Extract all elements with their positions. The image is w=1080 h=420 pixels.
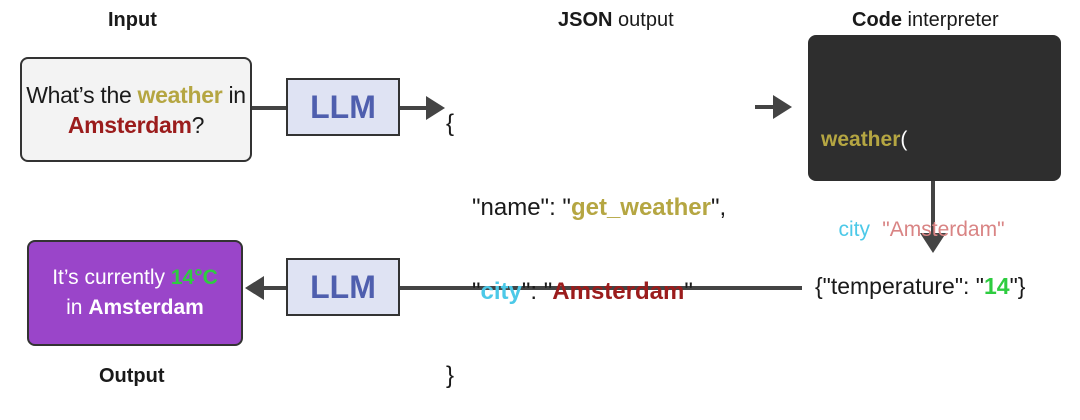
output-temperature: 14°C (170, 266, 218, 289)
input-title: Input (108, 9, 157, 31)
interpreter-result: {"temperature": "14"} (815, 273, 1026, 299)
json-city-key: city (480, 278, 522, 305)
json-name-value: get_weather (570, 194, 711, 221)
code-arg-value: "Amsterdam" (882, 218, 1005, 241)
json-name-line: "name": "get_weather", (472, 194, 727, 221)
code-interpreter-title: Code interpreter (852, 9, 999, 31)
result-temperature-value: 14 (983, 273, 1010, 299)
llm-box-bottom: LLM (286, 258, 400, 316)
json-close-brace: } (446, 362, 455, 389)
output-city: Amsterdam (88, 296, 204, 319)
output-line-1: It’s currently 14°C (52, 266, 218, 289)
code-arg-name: city (838, 218, 871, 241)
input-message: What’s the weather in Amsterdam? (26, 81, 246, 138)
llm-label: LLM (310, 268, 376, 305)
output-title: Output (99, 365, 165, 387)
json-output-block: { "name": "get_weather", "city": "Amster… (446, 54, 726, 418)
json-city-value: Amsterdam (552, 278, 685, 305)
json-output-title: JSON output (558, 9, 674, 31)
code-line-2: city="Amsterdam" (838, 218, 1005, 241)
input-box: What’s the weather in Amsterdam? (20, 57, 252, 162)
llm-label: LLM (310, 88, 376, 125)
input-keyword: weather (137, 81, 223, 108)
json-city-line: "city": "Amsterdam" (472, 278, 693, 305)
output-box: It’s currently 14°C in Amsterdam (27, 240, 243, 346)
code-interpreter-box: weather( city="Amsterdam" ) (808, 35, 1061, 331)
input-city: Amsterdam (67, 111, 192, 138)
output-line-2: in Amsterdam (66, 296, 204, 319)
json-open-brace: { (446, 110, 455, 137)
code-function-name: weather (821, 128, 901, 151)
code-line-1: weather( (821, 128, 908, 151)
code-line-3: ) (821, 308, 828, 331)
llm-box-top: LLM (286, 78, 400, 136)
